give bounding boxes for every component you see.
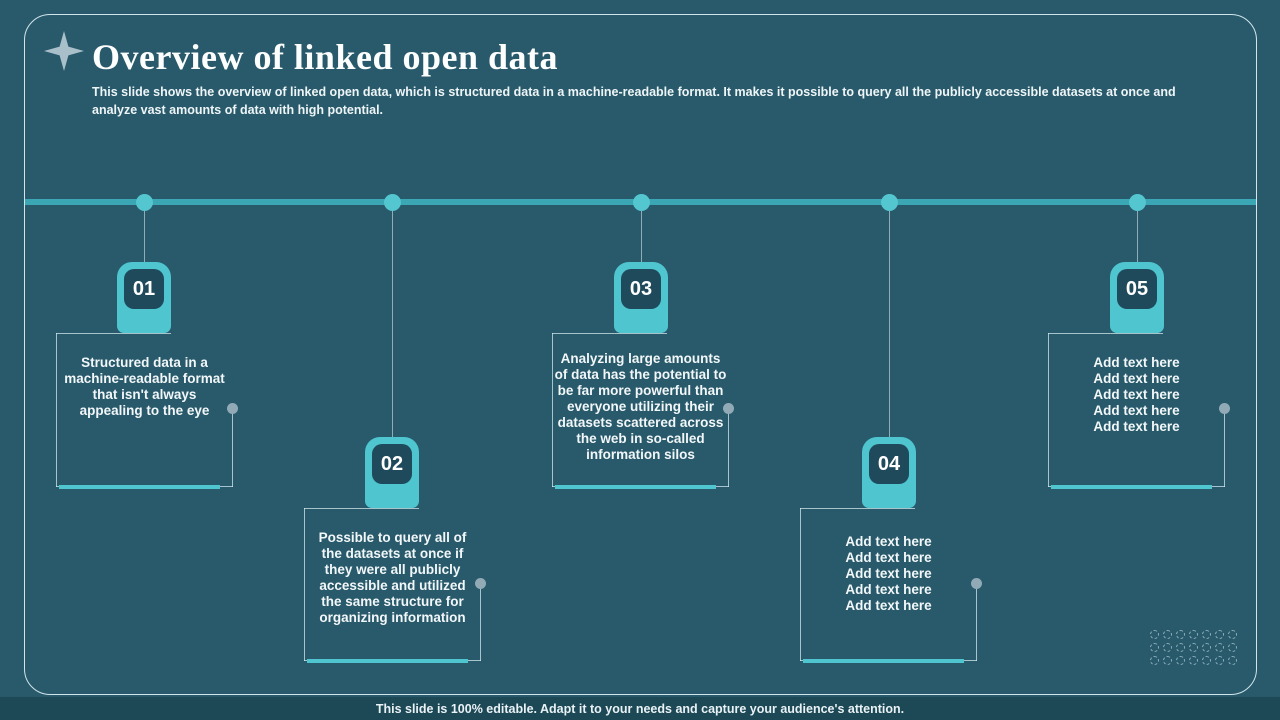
timeline-dot-2 <box>384 194 401 211</box>
node-2-underline <box>307 659 468 663</box>
node-3-underline <box>555 485 716 489</box>
node-5-side-dot <box>1219 403 1230 414</box>
node-1-side-dot <box>227 403 238 414</box>
node-3-badge: 03 <box>614 262 668 333</box>
node-5-text: Add text here Add text here Add text her… <box>1093 355 1180 434</box>
timeline-dot-1 <box>136 194 153 211</box>
timeline-dot-4 <box>881 194 898 211</box>
node-1-text: Structured data in a machine-readable fo… <box>64 355 225 418</box>
connector-node-2 <box>392 205 393 437</box>
node-2-textbox: Possible to query all of the datasets at… <box>304 508 486 663</box>
node-5-badge: 05 <box>1110 262 1164 333</box>
decor-dots-grid <box>1150 630 1237 669</box>
node-3-textbox: Analyzing large amounts of data has the … <box>552 333 734 489</box>
node-5-underline <box>1051 485 1212 489</box>
node-1-textbox: Structured data in a machine-readable fo… <box>56 333 238 489</box>
node-4-textbox: Add text here Add text here Add text her… <box>800 508 982 663</box>
slide-subtitle: This slide shows the overview of linked … <box>92 85 1176 117</box>
timeline-dot-3 <box>633 194 650 211</box>
footer-note: This slide is 100% editable. Adapt it to… <box>375 701 905 716</box>
sparkle-icon <box>44 31 84 71</box>
node-3-number: 03 <box>621 269 661 309</box>
node-3-text: Analyzing large amounts of data has the … <box>554 351 727 462</box>
node-5-number: 05 <box>1117 269 1157 309</box>
node-2-number: 02 <box>372 444 412 484</box>
node-4-badge: 04 <box>862 437 916 508</box>
node-1-underline <box>59 485 220 489</box>
node-3-side-dot <box>723 403 734 414</box>
connector-node-4 <box>889 205 890 437</box>
connector-node-5 <box>1137 205 1138 262</box>
node-4-number: 04 <box>869 444 909 484</box>
node-4-text: Add text here Add text here Add text her… <box>845 534 932 613</box>
page-title: Overview of linked open data <box>92 37 559 77</box>
node-1-badge: 01 <box>117 262 171 333</box>
node-5-textbox: Add text here Add text here Add text her… <box>1048 333 1230 489</box>
connector-node-1 <box>144 205 145 262</box>
node-4-underline <box>803 659 964 663</box>
footer-strip: This slide is 100% editable. Adapt it to… <box>0 697 1280 720</box>
node-2-text: Possible to query all of the datasets at… <box>318 530 467 625</box>
node-2-side-dot <box>475 578 486 589</box>
node-1-number: 01 <box>124 269 164 309</box>
node-2-badge: 02 <box>365 437 419 508</box>
slide-frame-border <box>24 14 1257 695</box>
connector-node-3 <box>641 205 642 262</box>
timeline-dot-5 <box>1129 194 1146 211</box>
node-4-side-dot <box>971 578 982 589</box>
